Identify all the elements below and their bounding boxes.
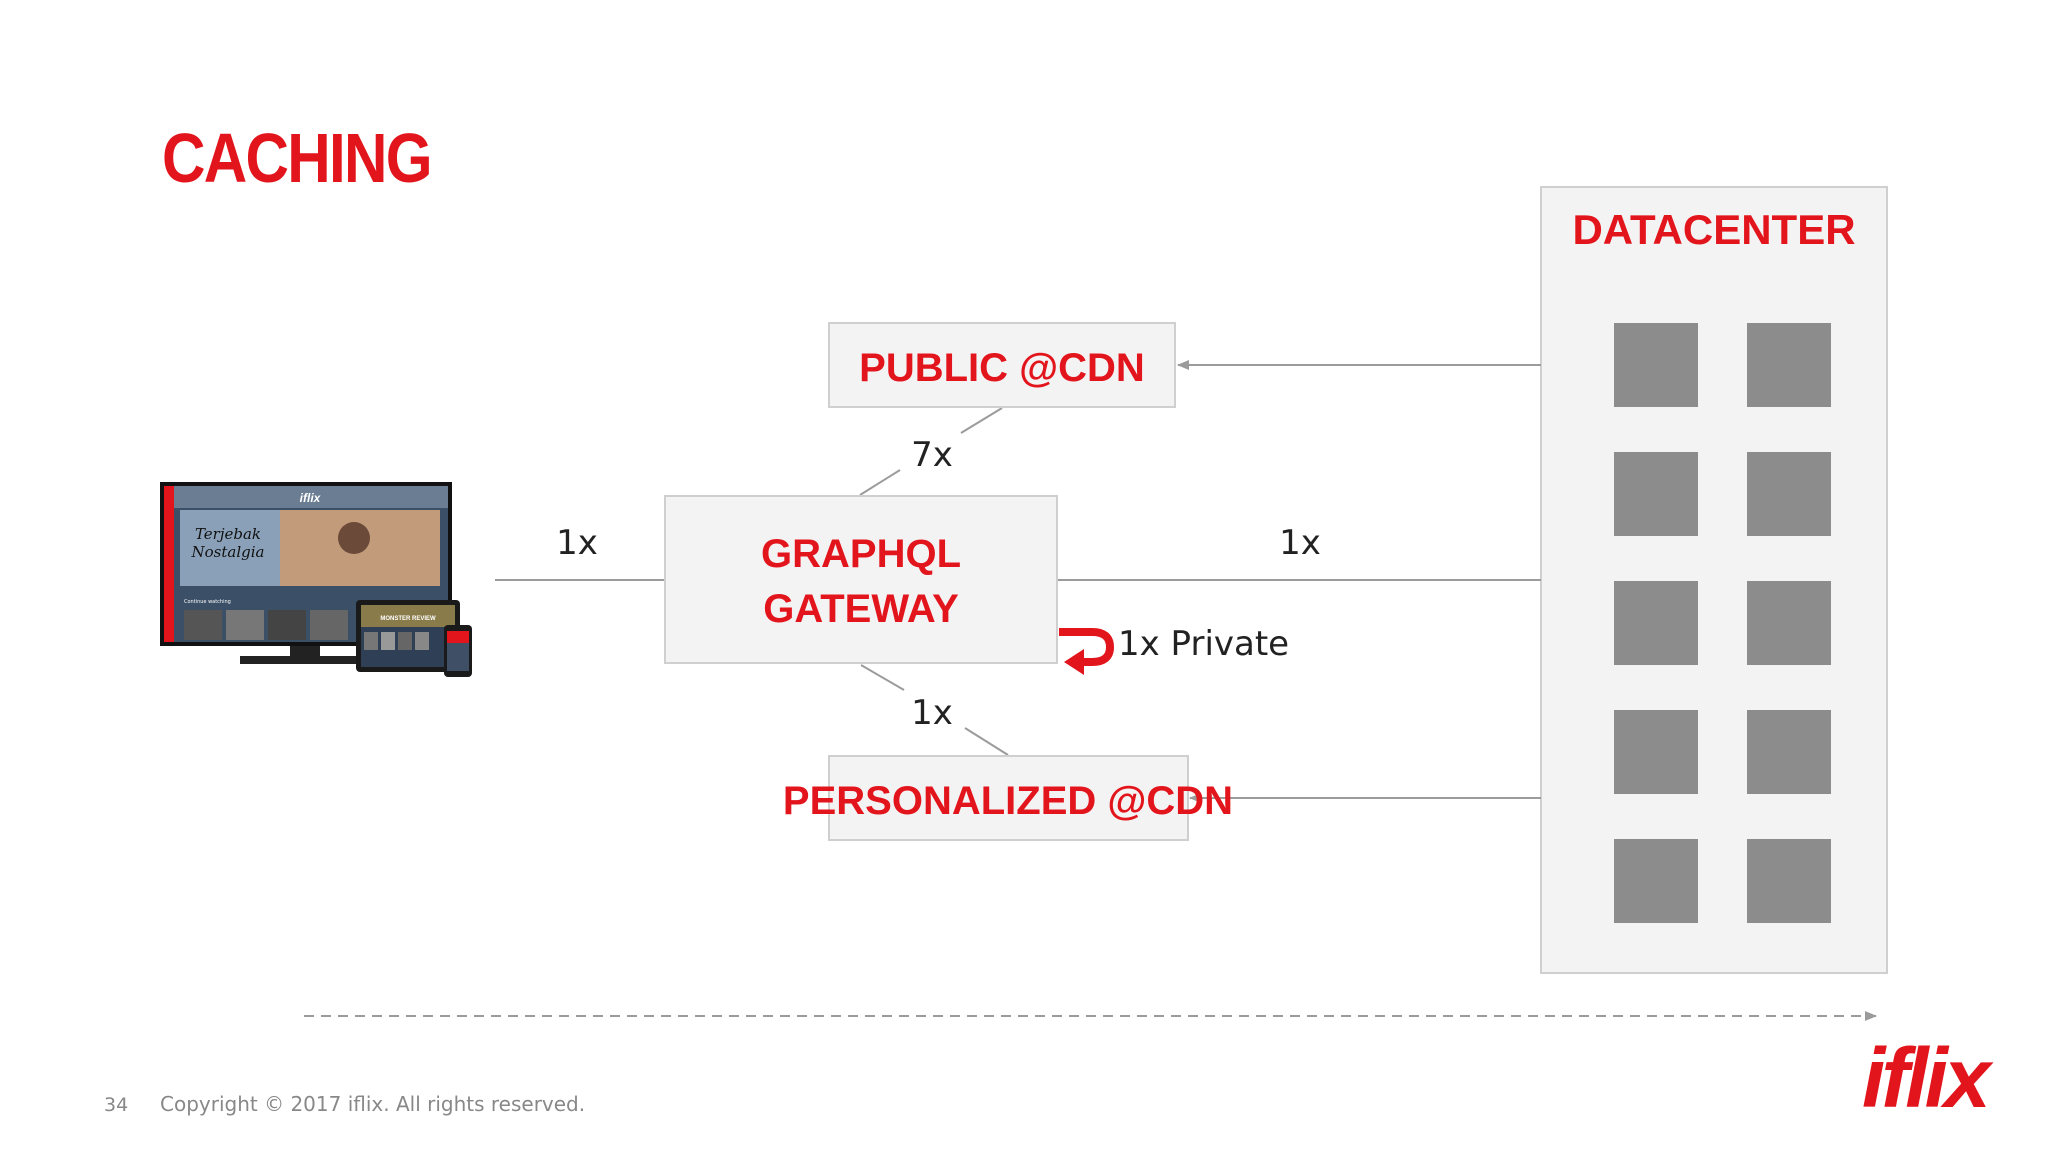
tv-neck bbox=[290, 646, 320, 656]
datacenter-box bbox=[1540, 186, 1888, 974]
phone-header bbox=[447, 631, 469, 643]
server-block bbox=[1614, 839, 1698, 923]
server-block bbox=[1747, 581, 1831, 665]
tv-tile bbox=[226, 610, 264, 640]
tv-hero-text-line1: Terjebak bbox=[195, 525, 261, 543]
public-connector-lower bbox=[859, 469, 901, 496]
tablet-tile bbox=[415, 632, 429, 650]
devices-to-gateway-ratio: 1x bbox=[556, 523, 598, 563]
server-block bbox=[1747, 452, 1831, 536]
tv-sidebar bbox=[164, 486, 174, 642]
personalized-connector-upper bbox=[860, 664, 905, 691]
tv-top-bar bbox=[174, 486, 448, 508]
personalized-cdn-label: PERSONALIZED @CDN bbox=[783, 779, 1233, 823]
tablet-tile bbox=[381, 632, 395, 650]
server-block bbox=[1747, 710, 1831, 794]
server-block bbox=[1614, 452, 1698, 536]
tablet-banner-text: MONSTER REVIEW bbox=[380, 616, 436, 622]
copyright-text: Copyright © 2017 iflix. All rights reser… bbox=[160, 1092, 586, 1116]
gateway-to-datacenter-ratio: 1x bbox=[1279, 523, 1321, 563]
server-grid bbox=[1614, 323, 1831, 923]
graphql-gateway-node: GRAPHQL GATEWAY bbox=[664, 495, 1058, 664]
iflix-logo: iflix bbox=[1862, 1031, 1991, 1125]
graphql-gateway-label-line2: GATEWAY bbox=[763, 587, 959, 631]
server-block bbox=[1747, 839, 1831, 923]
gateway-to-personalized-ratio: 1x bbox=[911, 693, 953, 733]
tablet-tile bbox=[398, 632, 412, 650]
server-block bbox=[1614, 710, 1698, 794]
graphql-gateway-box bbox=[664, 495, 1058, 664]
tv-brand: iflix bbox=[300, 491, 322, 505]
personalized-cdn-node: PERSONALIZED @CDN bbox=[783, 755, 1233, 841]
gateway-to-public-ratio: 7x bbox=[911, 435, 953, 475]
public-cdn-label: PUBLIC @CDN bbox=[859, 346, 1145, 390]
datacenter: DATACENTER bbox=[1540, 186, 1888, 974]
graphql-gateway-label-line1: GRAPHQL bbox=[761, 532, 961, 576]
tablet-tile bbox=[364, 632, 378, 650]
tablet-banner bbox=[361, 605, 455, 627]
tv-stand bbox=[240, 656, 380, 664]
private-loop-icon bbox=[1059, 628, 1115, 666]
tv-row-label: Continue watching bbox=[184, 599, 231, 605]
personalized-cdn-box bbox=[828, 755, 1189, 841]
public-connector-upper bbox=[960, 407, 1003, 434]
devices-image: iflix Terjebak Nostalgia Continue watchi… bbox=[160, 482, 472, 677]
slide-title: CACHING bbox=[162, 119, 433, 197]
tv-hero-text-line2: Nostalgia bbox=[191, 543, 265, 561]
page-number: 34 bbox=[104, 1094, 129, 1116]
tv-tile bbox=[184, 610, 222, 640]
datacenter-label: DATACENTER bbox=[1572, 206, 1855, 253]
personalized-connector-lower bbox=[964, 727, 1009, 756]
server-block bbox=[1614, 581, 1698, 665]
tv-hero-figure bbox=[338, 522, 370, 554]
tv-hero-left bbox=[180, 510, 280, 586]
public-cdn-node: PUBLIC @CDN bbox=[828, 322, 1176, 408]
private-loop-arrowhead-icon bbox=[1064, 649, 1084, 675]
tv-tile bbox=[310, 610, 348, 640]
gateway-private-label: 1x Private bbox=[1118, 624, 1289, 664]
public-cdn-box bbox=[828, 322, 1176, 408]
server-block bbox=[1614, 323, 1698, 407]
server-block bbox=[1747, 323, 1831, 407]
tv-tile bbox=[268, 610, 306, 640]
